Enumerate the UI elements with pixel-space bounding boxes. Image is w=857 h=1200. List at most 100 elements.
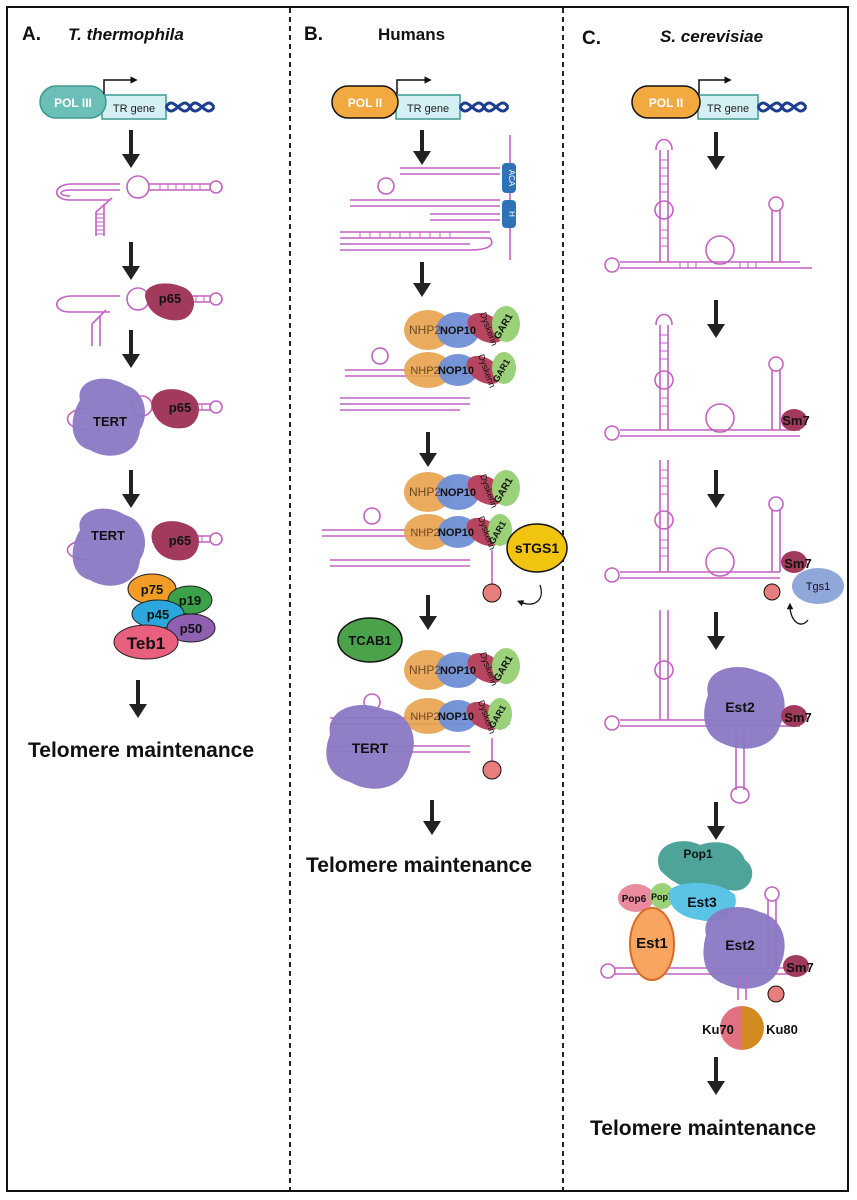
panel-b-curved-arrow xyxy=(516,584,542,607)
panel-c-pop6 xyxy=(618,884,654,912)
panel-a-tert-2 xyxy=(72,508,145,586)
panel-a-p19-label: p19 xyxy=(179,593,201,608)
panel-b-arrows xyxy=(413,130,441,835)
panel-b-nhp2-5: NHP2 xyxy=(409,663,441,677)
panel-a-p65-1 xyxy=(145,283,195,321)
panel-b-nop10-6: NOP10 xyxy=(438,711,474,723)
panel-c-sm7-2 xyxy=(781,551,807,573)
panel-c-cap-2 xyxy=(767,985,785,1003)
panel-a-arrows xyxy=(122,130,147,718)
panel-a-promoter: TR gene POL III xyxy=(39,76,216,120)
panel-a-p50-label: p50 xyxy=(180,621,202,636)
panel-c-est1-label: Est1 xyxy=(636,935,668,952)
panel-a-p65-1-label: p65 xyxy=(159,291,181,306)
panel-a-teb1 xyxy=(113,624,179,660)
panel-a-p45-label: p45 xyxy=(147,607,169,622)
panel-c-ku80-label: Ku80 xyxy=(766,1022,798,1037)
panel-b-cap-2 xyxy=(482,760,502,780)
panel-a-rna-1 xyxy=(55,175,223,236)
panel-c-arrows xyxy=(707,132,725,1095)
panel-b-nop10-1: NOP10 xyxy=(440,325,476,337)
panel-b-gene-label: TR gene xyxy=(407,103,449,115)
panel-c-sm7-3-label: Sm7 xyxy=(784,710,811,725)
panel-b-stgs1 xyxy=(506,523,568,573)
panel-c-sm7-1 xyxy=(781,409,807,431)
panel-a-letter: A. xyxy=(22,24,41,45)
panel-b-cap-1 xyxy=(482,583,502,603)
panel-c-cap-1 xyxy=(763,583,781,601)
panel-b-snornp-top-2 xyxy=(404,470,520,512)
panel-b-h-label: H xyxy=(507,211,516,217)
panel-a-p65-3-label: p65 xyxy=(169,533,191,548)
panel-c-est2-1 xyxy=(704,666,785,749)
panel-b-nhp2-2: NHP2 xyxy=(410,365,439,377)
panel-b-aca-box xyxy=(502,163,516,193)
panel-a-polymerase: POL III xyxy=(54,96,92,110)
panel-b-tert-label: TERT xyxy=(352,740,389,756)
panel-a-p75-label: p75 xyxy=(141,582,163,597)
panel-c-ku80 xyxy=(742,1006,764,1050)
panel-c-ku-stem xyxy=(737,976,747,1000)
panel-c-rna-2 xyxy=(604,313,800,441)
panel-c-sm7-4-label: Sm7 xyxy=(786,960,813,975)
panel-c-sm7-3 xyxy=(781,705,807,727)
panel-b-tert xyxy=(326,704,414,789)
panel-b-snornp-bottom-2 xyxy=(404,514,512,550)
panel-c-rna-1 xyxy=(604,138,812,273)
panel-b-stgs1-label: sTGS1 xyxy=(515,540,560,556)
panel-c-pop7 xyxy=(650,883,674,909)
panel-c-sm7-2-label: Sm7 xyxy=(784,556,811,571)
panel-b-tcab1 xyxy=(337,617,403,663)
panel-b-snornp-top-3 xyxy=(404,648,520,690)
panel-b-nop10-5: NOP10 xyxy=(440,665,476,677)
panel-c-curved-arrow xyxy=(786,602,809,625)
panel-c-rna-3 xyxy=(604,460,784,583)
panel-a-tert-1-label: TERT xyxy=(93,414,127,429)
panel-a-gene-label: TR gene xyxy=(113,103,155,115)
panel-b-aca-label: ACA xyxy=(507,170,516,187)
panel-a-tert-2-label: TERT xyxy=(91,528,125,543)
panel-b-h-box xyxy=(502,200,516,228)
panel-b-polymerase: POL II xyxy=(348,96,382,110)
panel-a-outcome: Telomere maintenance xyxy=(28,739,254,762)
panel-c-pop1-label: Pop1 xyxy=(683,847,713,861)
panel-c-ku70 xyxy=(720,1006,742,1050)
panel-c-pop6-label: Pop6 xyxy=(622,894,647,905)
panel-c-gene-label: TR gene xyxy=(707,103,749,115)
panel-b-letter: B. xyxy=(304,24,323,45)
panel-a-tert-1 xyxy=(72,378,145,456)
panel-a-p50 xyxy=(166,613,216,643)
panel-c-pop7-label: Pop7 xyxy=(651,892,673,902)
panel-c-title: S. cerevisiae xyxy=(660,27,763,46)
panel-c-letter: C. xyxy=(582,28,601,49)
panel-a-p65-2-label: p65 xyxy=(169,400,191,415)
panel-b-nop10-2: NOP10 xyxy=(438,365,474,377)
panel-b-nop10-4: NOP10 xyxy=(438,527,474,539)
panel-c-est3-label: Est3 xyxy=(687,894,717,910)
panel-c-promoter: TR gene POL II xyxy=(631,76,808,120)
panel-b-rna-1 xyxy=(340,135,511,260)
panel-c-est2-2 xyxy=(703,906,785,989)
panel-b-tcab1-label: TCAB1 xyxy=(348,633,391,648)
panel-c-est2-2-label: Est2 xyxy=(725,937,755,953)
panel-c-ku70-label: Ku70 xyxy=(702,1022,734,1037)
panel-b-snornp-bottom-1 xyxy=(404,352,516,388)
panel-c-pop1 xyxy=(658,841,753,893)
panel-b-promoter: TR gene POL II xyxy=(331,76,510,120)
panel-a-p65-2 xyxy=(151,389,199,429)
panel-b-nhp2-3: NHP2 xyxy=(409,485,441,499)
panel-c-outcome: Telomere maintenance xyxy=(590,1117,816,1140)
figure-frame xyxy=(6,6,849,1192)
panel-b-nhp2-1: NHP2 xyxy=(409,323,441,337)
panel-b-title: Humans xyxy=(378,25,445,44)
panel-b-snornp-bottom-3 xyxy=(404,698,512,734)
panel-c-est1 xyxy=(629,907,675,981)
panel-b-nhp2-6: NHP2 xyxy=(410,711,439,723)
panel-c-est2-1-label: Est2 xyxy=(725,699,755,715)
panel-c-polymerase: POL II xyxy=(649,96,683,110)
panel-c-sm7-1-label: Sm7 xyxy=(782,413,809,428)
panel-c-tgs1 xyxy=(792,568,844,604)
panel-b-nhp2-4: NHP2 xyxy=(410,527,439,539)
panel-b-snornp-top-1 xyxy=(404,306,520,350)
